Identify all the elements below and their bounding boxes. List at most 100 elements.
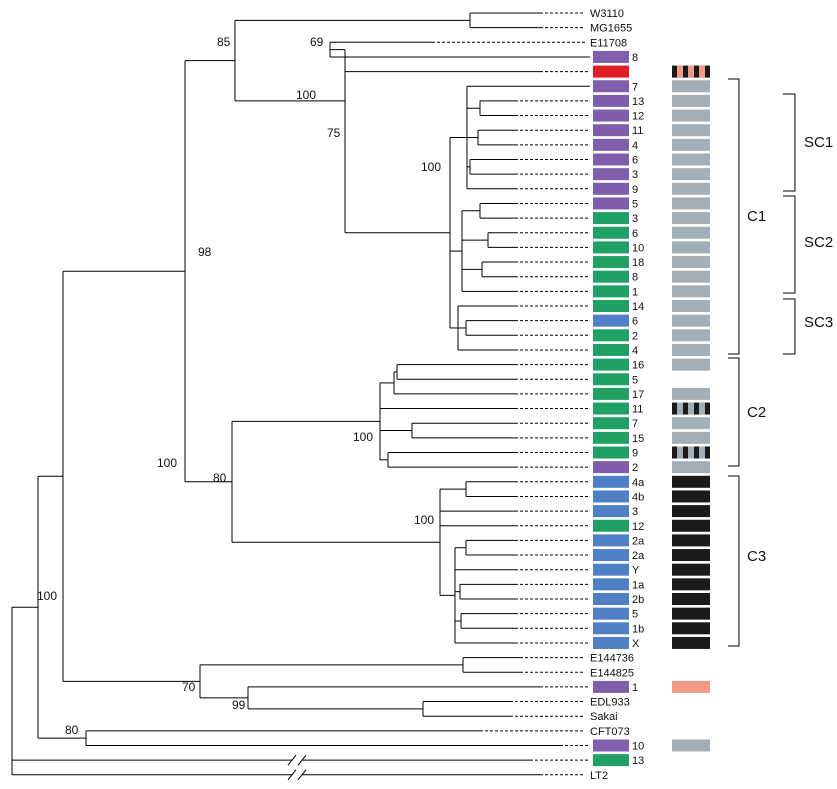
host-bar (593, 461, 629, 474)
phenotype-bar (672, 739, 710, 752)
phenotype-bar (672, 226, 710, 239)
leaf-label: Y (632, 565, 640, 577)
leaf-label: 2b (632, 594, 644, 606)
clade-bracket-c1 (728, 78, 740, 355)
subclade-label-sc1: SC1 (804, 134, 833, 151)
leaf-label: CFT073 (590, 726, 630, 738)
host-bar (593, 373, 629, 386)
host-bar (593, 578, 629, 591)
leaf-label: 10 (632, 242, 644, 254)
leaf-label: 13 (632, 96, 644, 108)
clade-label-c1: C1 (747, 208, 766, 225)
host-bar (593, 754, 629, 767)
phenotype-bar (672, 607, 710, 620)
phenotype-bar (672, 168, 710, 181)
phenotype-stripe (677, 402, 683, 415)
bootstrap-label: 69 (310, 35, 324, 49)
clade-label-c3: C3 (747, 548, 766, 565)
phenotype-bars (672, 65, 710, 752)
host-color-bars (593, 50, 629, 767)
host-bar (593, 153, 629, 166)
host-bar (593, 549, 629, 562)
leaf-label: E144736 (590, 653, 634, 665)
host-bar (593, 94, 629, 107)
phenotype-stripe (699, 446, 705, 459)
host-bar (593, 739, 629, 752)
subclade-label-sc3: SC3 (804, 314, 833, 331)
host-bar (593, 80, 629, 93)
phenotype-bar (672, 431, 710, 444)
phenotype-bar (672, 285, 710, 298)
phenotype-bar (672, 182, 710, 195)
host-bar (593, 109, 629, 122)
host-bar (593, 256, 629, 269)
leaf-label: 9 (632, 184, 638, 196)
host-bar (593, 138, 629, 151)
host-bar (593, 563, 629, 576)
phenotype-bar (672, 270, 710, 283)
host-bar (593, 607, 629, 620)
leaf-labels: W3110MG1655E1170887131211463953610188114… (590, 8, 645, 782)
phenotype-bar (672, 343, 710, 356)
phenotype-bar (672, 94, 710, 107)
phenotype-bar (672, 80, 710, 93)
subclade-bracket-sc3 (783, 298, 796, 355)
bootstrap-label: 70 (182, 680, 196, 694)
phenotype-bar (672, 387, 710, 400)
phenotype-bar (672, 109, 710, 122)
branch-break-gap (292, 755, 302, 766)
bootstrap-label: 100 (353, 430, 373, 444)
clade-brackets: C1 C2 C3 SC1 SC2 SC3 (728, 78, 833, 647)
leaf-label: 12 (632, 111, 644, 123)
clade-label-c2: C2 (747, 404, 766, 421)
phenotype-bar (672, 417, 710, 430)
leaf-label: 2 (632, 330, 638, 342)
host-bar (593, 300, 629, 312)
leaf-label: 1b (632, 623, 644, 635)
phenotype-bar (672, 534, 710, 547)
host-bar (593, 505, 629, 518)
leaf-label: 6 (632, 316, 638, 328)
phenotype-bar (672, 490, 710, 503)
leaf-label: 11 (632, 404, 643, 416)
phenotype-bar (672, 622, 710, 635)
leaf-label: EDL933 (590, 697, 630, 709)
host-bar (593, 329, 629, 342)
leaf-label: 8 (632, 52, 638, 64)
host-bar (593, 431, 629, 444)
phenotype-bar (672, 241, 710, 254)
host-bar (593, 270, 629, 283)
host-bar (593, 417, 629, 430)
host-bar (593, 50, 629, 63)
leaf-label: E144825 (590, 667, 634, 679)
phenotype-bar (672, 329, 710, 342)
phenotype-bar (672, 138, 710, 151)
host-bar (593, 343, 629, 356)
bootstrap-label: 100 (414, 513, 434, 527)
leaf-label: 10 (632, 741, 644, 753)
phenotype-bar (672, 300, 710, 312)
phenotype-bar (672, 212, 710, 225)
leaf-label: 7 (632, 81, 638, 93)
bootstrap-label: 100 (421, 160, 441, 174)
phenotype-stripe (677, 446, 683, 459)
leaf-label: 8 (632, 272, 638, 284)
phenotype-bar (672, 636, 710, 649)
leaf-label: LT2 (590, 770, 608, 782)
phenotype-bar (672, 475, 710, 488)
leaf-label: 1 (632, 286, 638, 298)
leaf-label: W3110 (590, 8, 624, 20)
leaf-label: 2 (632, 462, 638, 474)
bootstrap-label: 100 (296, 88, 316, 102)
leaf-label: 13 (632, 755, 644, 767)
phenotype-bar (672, 461, 710, 474)
host-bar (593, 475, 629, 488)
subclade-label-sc2: SC2 (804, 234, 833, 251)
branch-break-mark (297, 769, 307, 781)
phenotype-bar (672, 256, 710, 269)
host-bar (593, 285, 629, 298)
bootstrap-values: 85 69 100 75 100 98 100 100 80 100 70 99… (37, 35, 441, 737)
phenotype-stripe (688, 402, 694, 415)
bootstrap-label: 100 (37, 589, 57, 603)
